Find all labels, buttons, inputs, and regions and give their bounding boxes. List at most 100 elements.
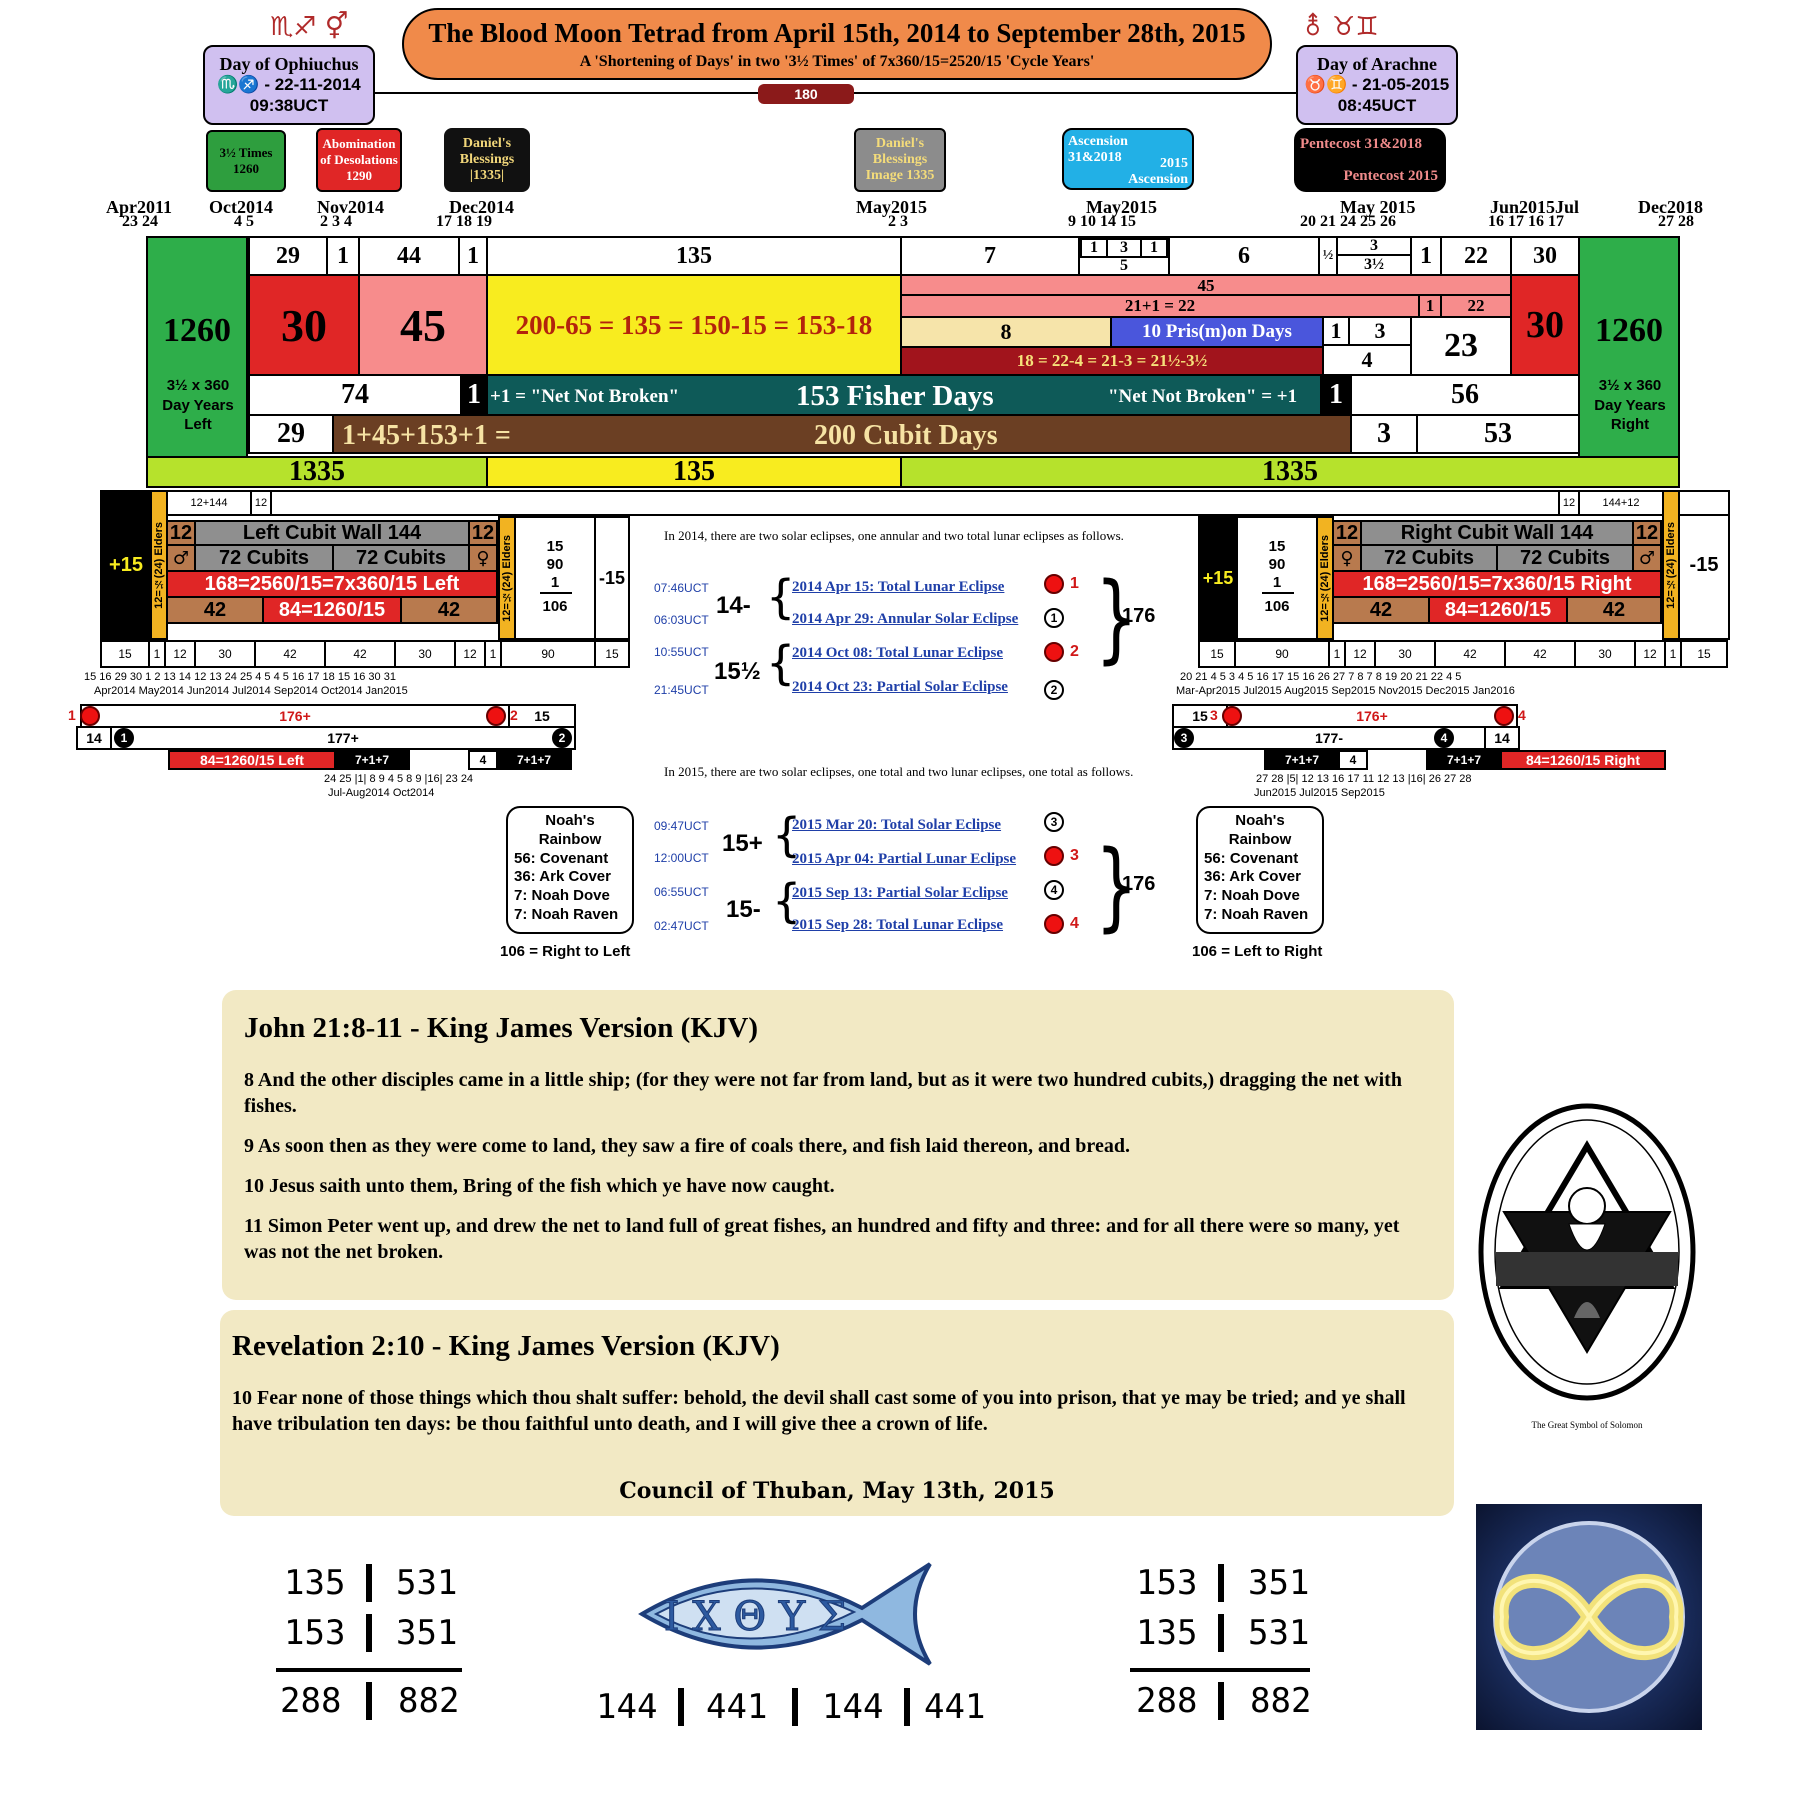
cell-s1b: 1: [1140, 238, 1168, 258]
eclipse-num: 4: [1070, 915, 1079, 932]
frac-90: 90: [546, 556, 564, 573]
arachne-date: ♉♊ - 21-05-2015: [1304, 75, 1450, 95]
eclipse-link[interactable]: 2014 Apr 29: Annular Solar Eclipse: [792, 611, 1019, 627]
rw-mars: ♂: [1632, 544, 1662, 572]
ascension-box: Ascension 31&2018 2015 Ascension: [1062, 128, 1194, 190]
eclipse-link[interactable]: 2014 Oct 08: Total Lunar Eclipse: [792, 645, 1003, 661]
noah-line: 56: Covenant: [1204, 849, 1299, 867]
rw-title: Right Cubit Wall 144: [1360, 520, 1634, 546]
left-177: 177+: [327, 730, 359, 746]
lw-12-b: 12: [468, 520, 498, 546]
left-84-bar: 84=1260/15 Left: [168, 750, 336, 770]
frac-r-106: 106: [1264, 598, 1290, 615]
seal-caption: The Great Symbol of Solomon: [1532, 1420, 1643, 1430]
lunar-1-num: 1: [68, 707, 76, 723]
lw-42b: 42: [400, 596, 498, 624]
group-15plus: 15+: [722, 830, 763, 857]
lime-1335-left: 1335: [146, 456, 488, 488]
prison-days: 10 Pris(m)on Days: [1110, 316, 1324, 348]
fisher-bar: +1 = "Net Not Broken" 153 Fisher Days "N…: [486, 374, 1352, 416]
lnr-15a: 15: [100, 640, 150, 668]
eclipse-num: 4: [1050, 883, 1058, 897]
left-tick-days: 15 16 29 30 1 2 13 14 12 13 24 25 4 5 4 …: [84, 671, 396, 683]
mn-b: 441: [706, 1687, 768, 1727]
right-tick-months: Mar-Apr2015 Jul2015 Aug2015 Sep2015 Nov2…: [1176, 685, 1515, 697]
right-tick-days: 20 21 4 5 3 4 5 16 17 15 16 26 27 7 8 7 …: [1180, 671, 1462, 683]
lnr-90: 90: [500, 640, 596, 668]
ln-bar: [366, 1564, 372, 1602]
john-verse-11: 11 Simon Peter went up, and drew the net…: [244, 1215, 1400, 1263]
lw-84: 84=1260/15: [262, 596, 402, 624]
eclipse-link[interactable]: 2015 Sep 13: Partial Solar Eclipse: [792, 885, 1008, 901]
lw-72a: 72 Cubits: [194, 544, 334, 572]
solar-1-num: 1: [120, 731, 128, 745]
rnr-30a: 30: [1374, 640, 1436, 668]
cubit-equation: 1+45+153+1 =: [342, 420, 511, 451]
eclipse-link[interactable]: 2014 Apr 15: Total Lunar Eclipse: [792, 579, 1005, 595]
rn-sum-line: [1130, 1668, 1310, 1672]
eclipse-time: 09:47UCT: [654, 819, 709, 833]
center-badge: 180: [758, 84, 854, 104]
cell-22: 22: [1440, 236, 1512, 276]
eclipse-link[interactable]: 2014 Oct 23: Partial Solar Eclipse: [792, 679, 1008, 695]
rn-r1a: 153: [1136, 1563, 1198, 1603]
salmon-45: 45: [900, 274, 1512, 296]
rw-72a: 72 Cubits: [1360, 544, 1498, 572]
cell-1b: 1: [458, 236, 488, 276]
pentecost-a: Pentecost 31&2018: [1300, 136, 1423, 152]
elders-label: 12=½(24) Elders: [1319, 534, 1331, 622]
frac-r-1: 1: [1272, 574, 1282, 591]
lnr-12a: 12: [164, 640, 196, 668]
left-176-bar: 176+: [80, 704, 510, 728]
lw-72b: 72 Cubits: [332, 544, 470, 572]
frac-r-15: 15: [1268, 538, 1286, 555]
eclipse-marker: 1: [1044, 608, 1064, 628]
month-oct2014: Oct2014: [209, 197, 273, 217]
right-84-bar: 84=1260/15 Right: [1500, 750, 1666, 770]
plus15-left: +15: [100, 490, 152, 640]
lunar-2-marker: [486, 706, 506, 726]
ln-sum-line: [276, 1668, 462, 1672]
middle-number-row: 144 441 144 441: [596, 1684, 996, 1734]
eclipse-link[interactable]: 2015 Apr 04: Partial Lunar Eclipse: [792, 851, 1017, 867]
rw-12-a: 12: [1332, 520, 1362, 546]
month-jun2015-days: 16 17 16 17: [1488, 213, 1564, 230]
cell-r4: 4: [1322, 344, 1412, 376]
revelation-title: Revelation 2:10 - King James Version (KJ…: [232, 1330, 780, 1362]
rnr-12b: 12: [1634, 640, 1666, 668]
month-dec2014-days: 17 18 19: [436, 213, 492, 230]
cell-1a: 1: [326, 236, 360, 276]
rnr-42b: 42: [1504, 640, 1576, 668]
solar-4-num: 4: [1440, 731, 1448, 745]
cell-s3: 3: [1106, 238, 1142, 258]
solar-3-marker: 3: [1174, 728, 1194, 748]
cell-74: 74: [248, 374, 462, 416]
cubit-bar: 1+45+153+1 = 200 Cubit Days: [332, 414, 1352, 454]
month-may2015-a-days: 2 3: [888, 213, 908, 230]
left-tick-months: Apr2014 May2014 Jun2014 Jul2014 Sep2014 …: [94, 685, 408, 697]
ln-r1a: 135: [284, 1563, 346, 1603]
noah-line: 36: Ark Cover: [514, 868, 611, 886]
left-717b: 7+1+7: [496, 750, 572, 770]
eclipse-link[interactable]: 2015 Mar 20: Total Solar Eclipse: [792, 817, 1002, 833]
group-15half: 15½: [714, 658, 761, 685]
lw-venus: ♀: [468, 544, 498, 572]
eclipse-time: 10:55UCT: [654, 645, 709, 659]
council-signature: Council of Thuban, May 13th, 2015: [619, 1478, 1055, 1504]
cell-r1: 1: [1322, 316, 1350, 346]
brace-176-2015: }: [1095, 830, 1138, 942]
title-banner: The Blood Moon Tetrad from April 15th, 2…: [402, 8, 1272, 80]
eclipse-num: 1: [1070, 575, 1079, 592]
revelation-panel: Revelation 2:10 - King James Version (KJ…: [220, 1310, 1454, 1516]
lnr-30b: 30: [394, 640, 456, 668]
noah-title2: Rainbow: [538, 830, 602, 848]
cell-135-group: 1 3 1 5: [1078, 236, 1170, 276]
group-14: 14-: [716, 592, 751, 619]
brace-15plus: {: [772, 808, 802, 862]
right-176: 176+: [1356, 708, 1388, 724]
eclipse-link[interactable]: 2015 Sep 28: Total Lunar Eclipse: [792, 917, 1004, 933]
total-176-2015: 176: [1122, 873, 1156, 895]
cell-44: 44: [358, 236, 460, 276]
ln-r2b: 351: [396, 1613, 458, 1653]
mn-c: 144: [822, 1687, 884, 1727]
